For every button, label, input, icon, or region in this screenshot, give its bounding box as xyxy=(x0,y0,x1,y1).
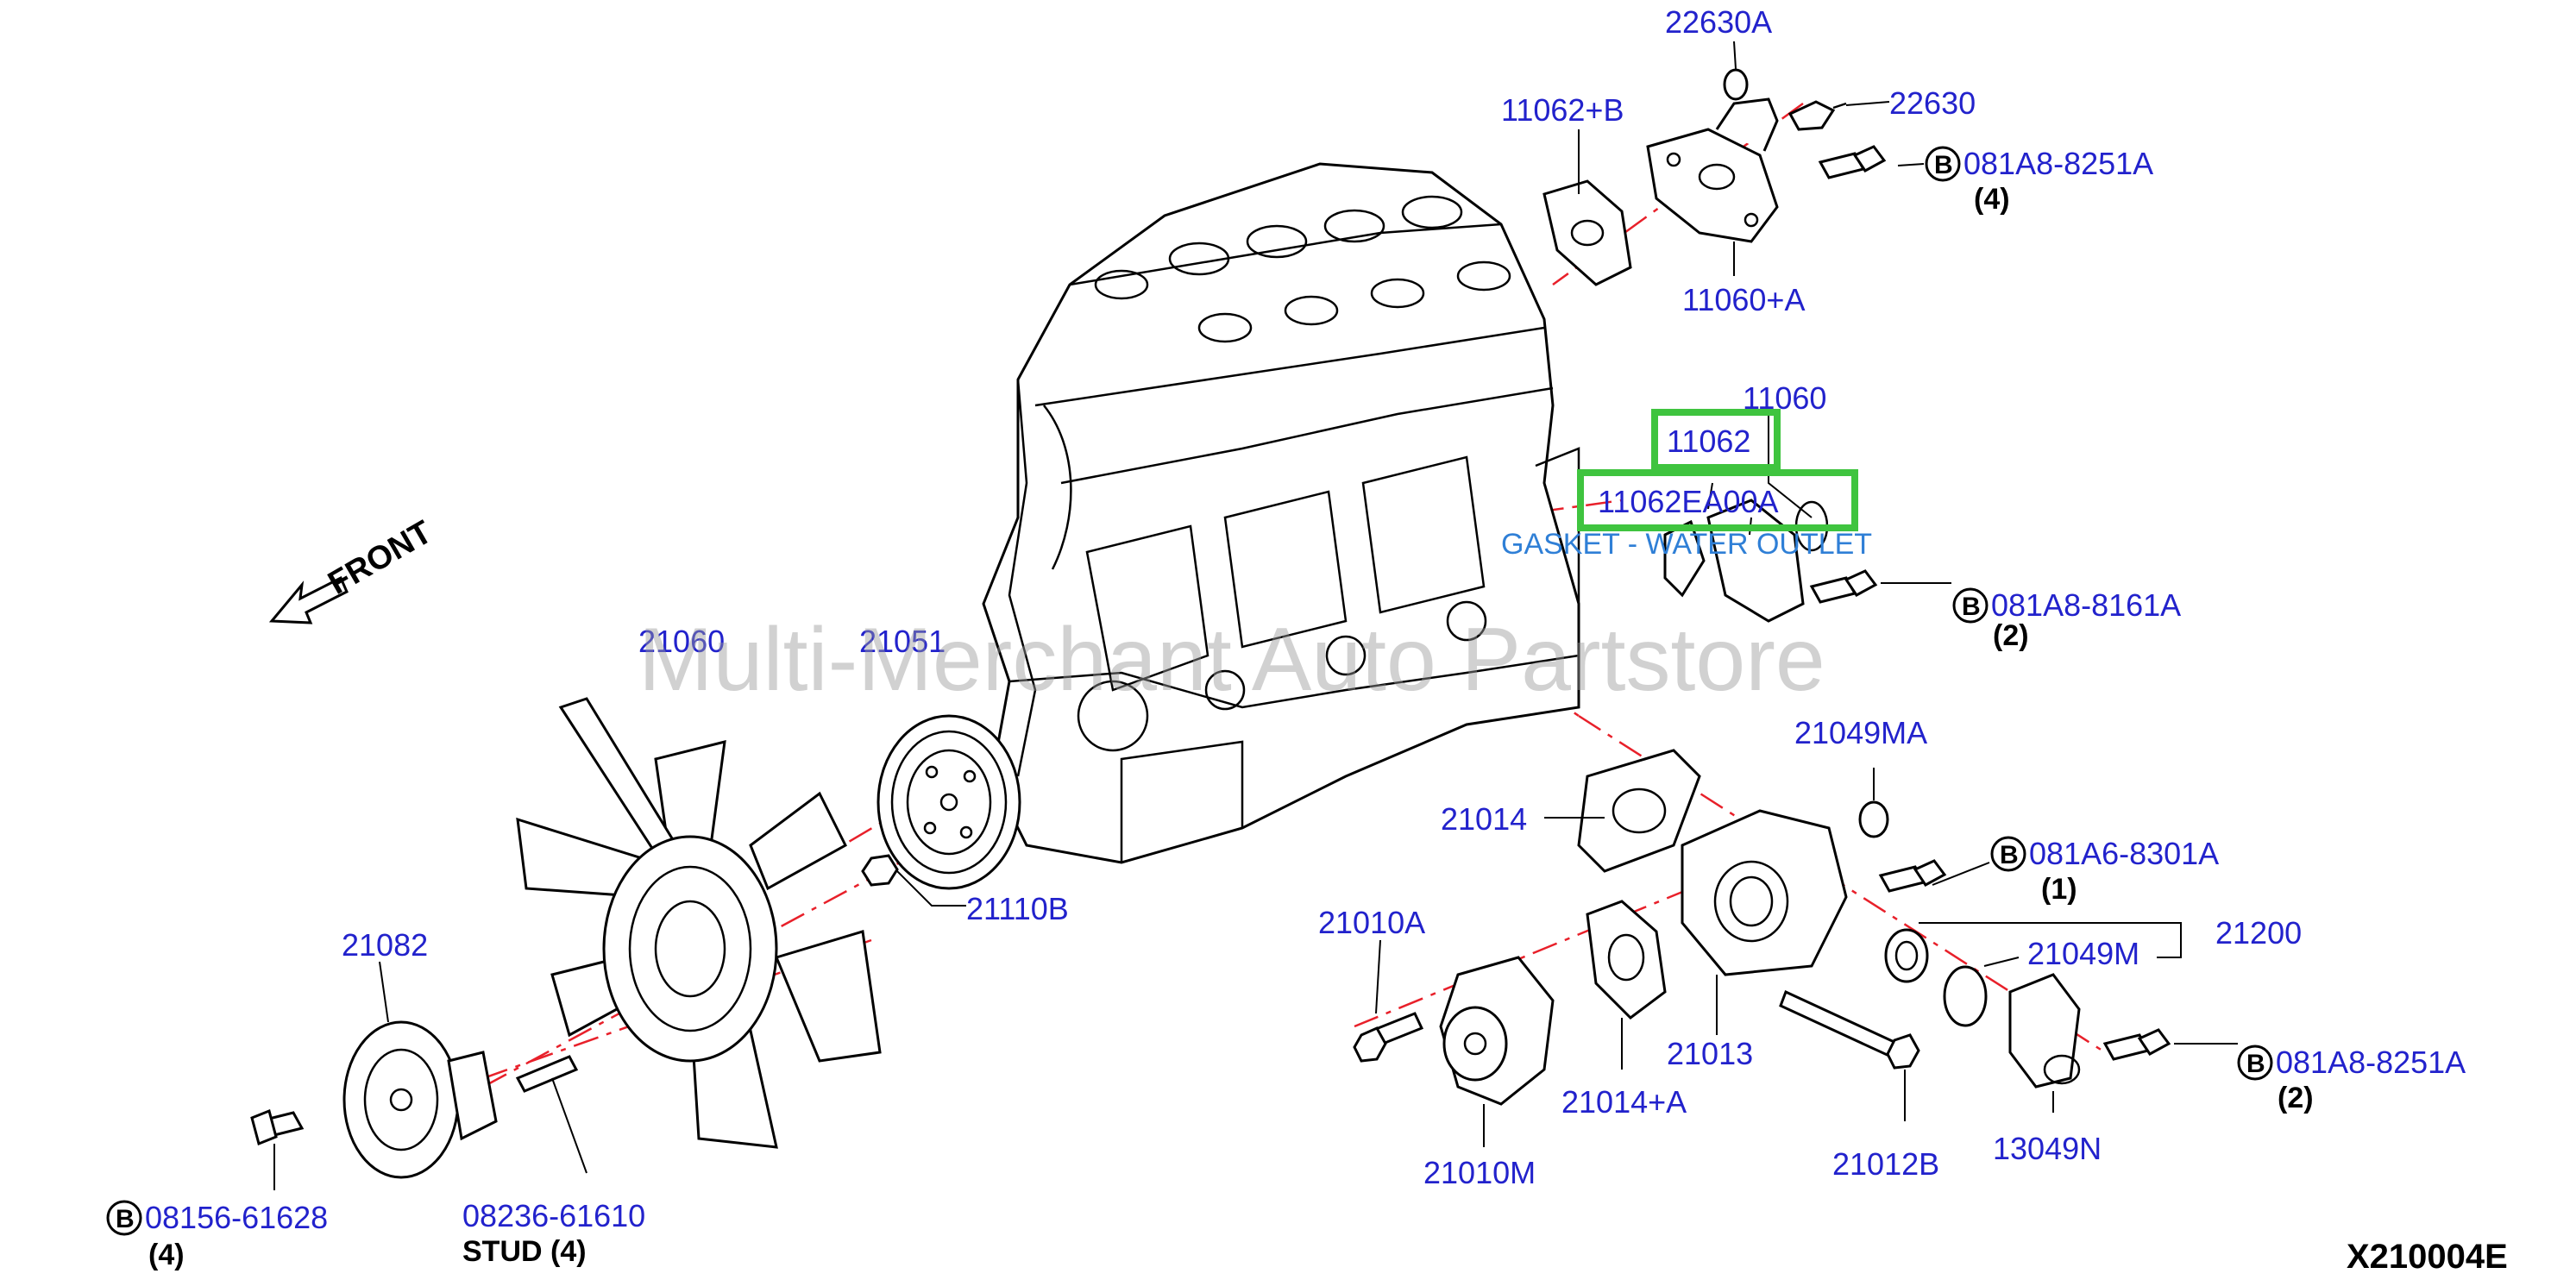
bolt-081a8-8251a-top xyxy=(1818,145,1887,179)
front-label: FRONT xyxy=(323,514,438,602)
bolt-callout-5: B 08156-61628 (4) xyxy=(106,1200,328,1271)
stud-08236-61610 xyxy=(515,1055,579,1093)
temp-sensor-22630 xyxy=(1787,100,1847,131)
label-22630a: 22630A xyxy=(1665,4,1772,40)
label-21200: 21200 xyxy=(2215,915,2302,951)
gasket-21014 xyxy=(1577,749,1701,873)
label-21051: 21051 xyxy=(859,624,946,659)
bolt-08156-61628 xyxy=(250,1108,305,1146)
bolt-callout-2: B 081A8-8161A (2) xyxy=(1952,587,2181,652)
fan-21060 xyxy=(516,697,882,1149)
gasket-11062b xyxy=(1542,179,1632,286)
bolt-quantity: (4) xyxy=(148,1239,185,1271)
nut-21110b xyxy=(861,854,899,887)
water-pump-21010m xyxy=(1439,956,1555,1106)
badge-letter: B xyxy=(2000,841,2019,869)
pump-housing-21013 xyxy=(1681,809,1848,976)
badge-letter: B xyxy=(2246,1050,2265,1078)
label-13049n: 13049N xyxy=(1993,1131,2102,1166)
bolt-part-number: 081A8-8251A xyxy=(2276,1045,2466,1080)
highlight-11062ea00a xyxy=(1577,469,1858,531)
outlet-13049n xyxy=(2008,973,2081,1089)
badge-b-icon xyxy=(1925,146,1961,182)
badge-b-icon xyxy=(1990,836,2026,872)
watermark: Multi-Merchant Auto Partstore xyxy=(638,610,1825,710)
bolt-part-number: 081A8-8251A xyxy=(1963,146,2153,181)
label-21082: 21082 xyxy=(342,927,428,963)
badge-b-icon xyxy=(1952,587,1989,624)
oring-21049ma xyxy=(1858,800,1889,838)
part-description: GASKET - WATER OUTLET xyxy=(1501,528,1872,561)
front-direction-indicator: FRONT xyxy=(268,514,438,624)
thermostat-21200 xyxy=(1884,928,1929,983)
label-21049ma: 21049MA xyxy=(1794,715,1927,750)
diagram-code: X210004E xyxy=(2347,1238,2508,1276)
label-21014: 21014 xyxy=(1441,801,1527,837)
part-labels: 22630A 22630 11062+B 11060+A 11060 11062… xyxy=(342,4,2302,1268)
label-21012b: 21012B xyxy=(1832,1146,1939,1182)
bolt-quantity: (1) xyxy=(2041,873,2077,906)
bolt-081a8-8251a-lower xyxy=(2102,1028,2171,1061)
oring-21049m xyxy=(1943,965,1988,1027)
label-11062ea00a: 11062EA00A xyxy=(1598,484,1779,519)
badge-letter: B xyxy=(1934,151,1953,179)
fan-clutch-21082 xyxy=(342,1020,498,1179)
label-21010m: 21010M xyxy=(1423,1155,1536,1190)
water-outlet-housing xyxy=(1646,97,1779,243)
leader-lines xyxy=(273,41,2238,1190)
bolt-part-number: 081A6-8301A xyxy=(2029,836,2219,871)
label-21014a: 21014+A xyxy=(1561,1084,1687,1120)
badge-letter: B xyxy=(116,1205,135,1233)
label-11060a: 11060+A xyxy=(1682,282,1805,317)
bolt-quantity: (2) xyxy=(2278,1082,2314,1114)
highlight-11062 xyxy=(1651,409,1781,471)
engine-block xyxy=(982,162,1580,864)
stud-note: STUD (4) xyxy=(462,1235,587,1268)
bolt-quantity: (2) xyxy=(1993,619,2029,652)
bolt-part-number: 08156-61628 xyxy=(145,1200,328,1235)
label-21110b: 21110B xyxy=(966,891,1069,926)
label-21010a: 21010A xyxy=(1318,905,1425,940)
label-11062b: 11062+B xyxy=(1501,92,1624,128)
gasket-21014a xyxy=(1586,900,1667,1020)
oring-22630a xyxy=(1723,68,1749,101)
pulley-21051 xyxy=(876,714,1021,890)
label-08236-61610: 08236-61610 xyxy=(462,1198,645,1233)
badge-b-icon xyxy=(2237,1045,2273,1081)
bolt-quantity: (4) xyxy=(1974,183,2010,216)
bolt-081a6-8301a xyxy=(1878,859,1947,893)
bolt-part-number: 081A8-8161A xyxy=(1991,587,2181,623)
bolt-callout-4: B 081A8-8251A (2) xyxy=(2237,1045,2466,1114)
bolt-21012b xyxy=(1779,989,1920,1070)
bolt-callout-3: B 081A6-8301A (1) xyxy=(1990,836,2219,906)
bolt-081a8-8161a xyxy=(1809,569,1878,604)
bolt-21010a xyxy=(1353,1012,1424,1063)
label-21049m: 21049M xyxy=(2027,936,2139,971)
gasket-11062 xyxy=(1663,519,1706,598)
badge-letter: B xyxy=(1962,593,1981,621)
badge-b-icon xyxy=(106,1200,142,1236)
label-11062: 11062 xyxy=(1667,424,1750,459)
bolt-callout-1: B 081A8-8251A (4) xyxy=(1925,146,2153,216)
label-21060: 21060 xyxy=(638,624,725,659)
label-22630: 22630 xyxy=(1889,85,1976,121)
label-21013: 21013 xyxy=(1667,1036,1753,1071)
